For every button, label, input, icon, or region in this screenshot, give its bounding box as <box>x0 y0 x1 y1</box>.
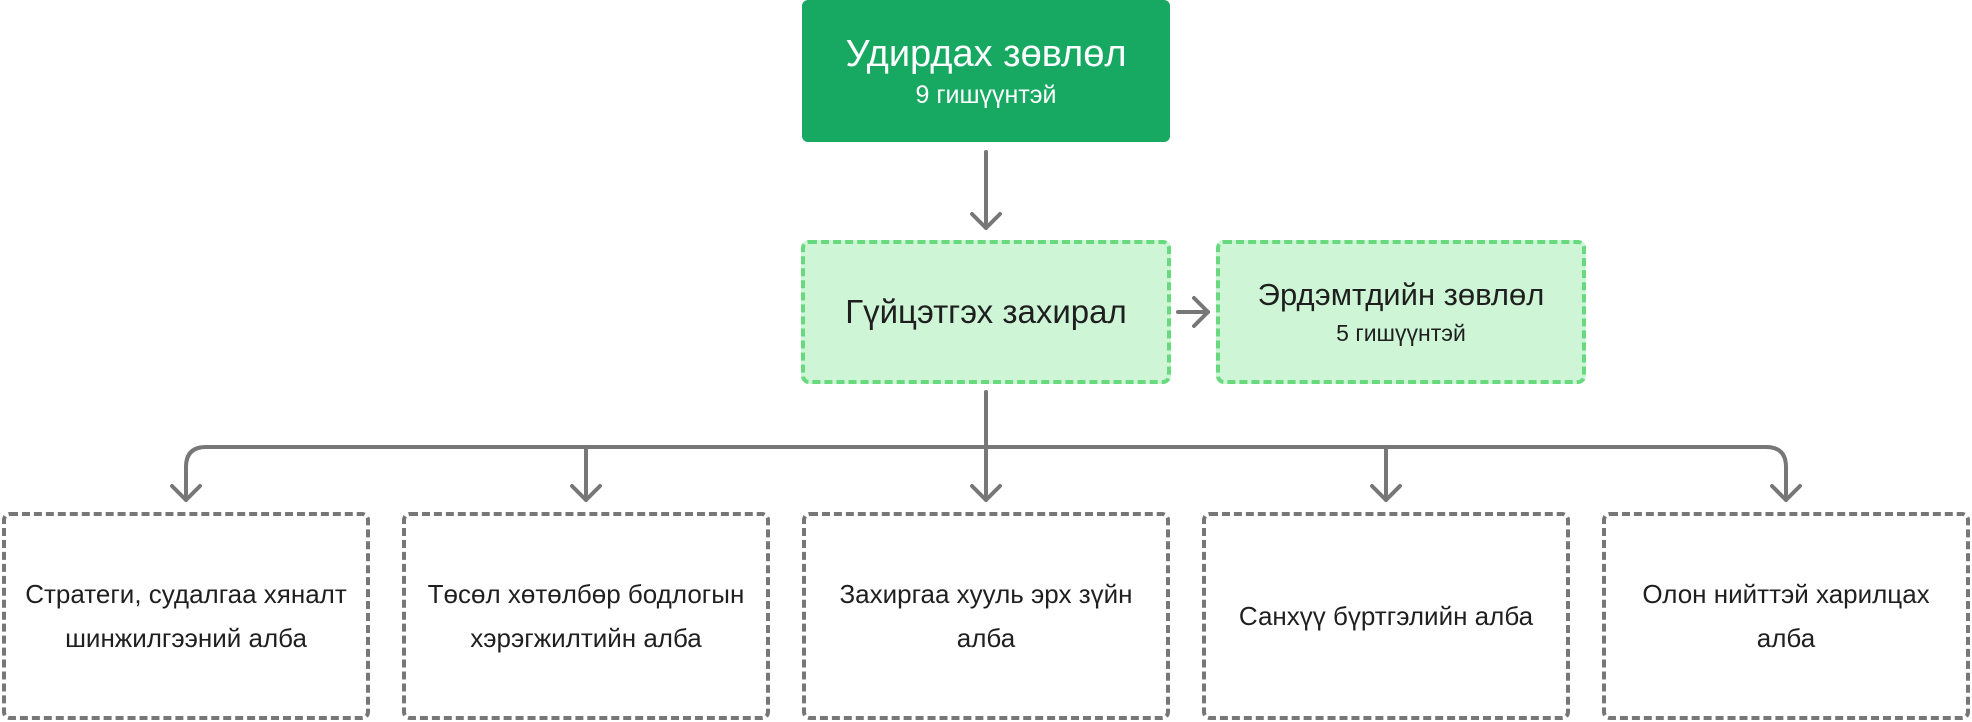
department-node: Төсөл хөтөлбөр бодлогын хэрэгжилтийн алб… <box>402 512 770 720</box>
department-label: Төсөл хөтөлбөр бодлогын хэрэгжилтийн алб… <box>427 579 745 653</box>
board-title: Удирдах зөвлөл <box>845 33 1127 75</box>
department-label: Олон нийттэй харилцах алба <box>1642 579 1930 653</box>
council-members: 5 гишүүнтэй <box>1336 320 1466 346</box>
department-label: Стратеги, судалгаа хяналт шинжилгээний а… <box>25 579 347 653</box>
department-node: Олон нийттэй харилцах алба <box>1602 512 1970 720</box>
executive-title: Гүйцэтгэх захирал <box>845 293 1127 330</box>
department-node: Стратеги, судалгаа хяналт шинжилгээний а… <box>2 512 370 720</box>
department-node: Захиргаа хууль эрх зүйн алба <box>802 512 1170 720</box>
board-node: Удирдах зөвлөл 9 гишүүнтэй <box>802 0 1170 142</box>
department-label: Захиргаа хууль эрх зүйн алба <box>839 579 1133 653</box>
scientific-council-node: Эрдэмтдийн зөвлөл 5 гишүүнтэй <box>1216 240 1586 384</box>
tree-connector <box>170 390 1802 502</box>
executive-node: Гүйцэтгэх захирал <box>801 240 1171 384</box>
department-label: Санхүү бүртгэлийн алба <box>1238 601 1534 631</box>
board-members: 9 гишүүнтэй <box>915 81 1057 109</box>
arrow-executive-to-council <box>1176 296 1210 328</box>
department-node: Санхүү бүртгэлийн алба <box>1202 512 1570 720</box>
arrow-board-to-executive <box>970 150 1002 230</box>
council-title: Эрдэмтдийн зөвлөл <box>1257 277 1545 312</box>
